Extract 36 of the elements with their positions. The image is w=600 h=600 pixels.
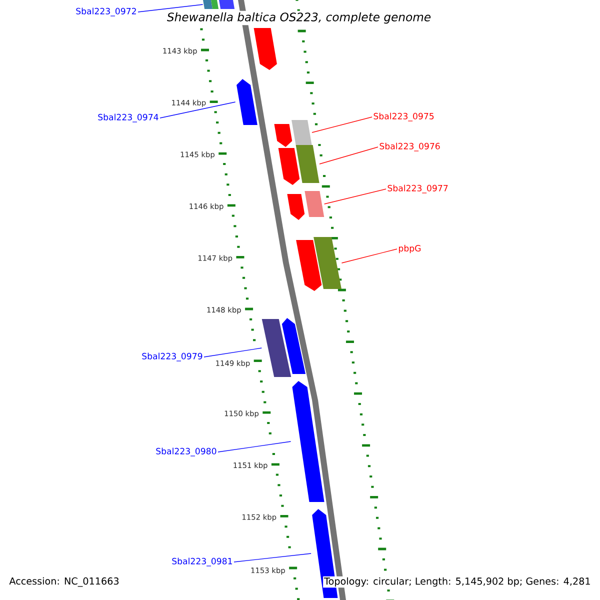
gene-label: Sbal223_0981 xyxy=(172,558,232,566)
gene-block xyxy=(314,237,342,289)
footer-text: Accession: NC_011663 xyxy=(8,576,120,588)
leader-line xyxy=(218,441,292,452)
gene-block xyxy=(219,0,235,9)
gene-block xyxy=(296,145,320,183)
leader-line xyxy=(160,102,236,118)
footer-text: Topology: circular; Length: 5,145,902 bp; Genes: 4,281 xyxy=(323,576,592,588)
leader-line xyxy=(312,116,372,133)
gene-block xyxy=(282,318,306,374)
gene-block xyxy=(292,120,312,145)
gene-label: Sbal223_0977 xyxy=(388,184,448,194)
gene-label: Sbal223_0975 xyxy=(374,112,434,122)
gene-block xyxy=(274,124,292,147)
gene-block xyxy=(278,148,300,185)
gene-block xyxy=(203,0,213,9)
gene-block xyxy=(211,0,219,9)
gene-label: Sbal223_0972 xyxy=(76,8,136,16)
gene-block xyxy=(287,194,305,220)
gene-label: pbpG xyxy=(399,244,421,254)
gene-block xyxy=(236,79,258,125)
leader-line xyxy=(234,553,312,562)
gene-label: Sbal223_0980 xyxy=(156,448,216,456)
gene-label: Sbal223_0976 xyxy=(380,142,440,152)
gene-block xyxy=(292,381,324,502)
gene-label: Sbal223_0974 xyxy=(98,114,158,122)
leader-line xyxy=(319,146,378,164)
title: Shewanella baltica OS223, complete genome xyxy=(165,10,433,26)
gene-block xyxy=(296,240,322,291)
gene-block xyxy=(254,28,277,70)
leader-line xyxy=(138,4,204,12)
gene-block xyxy=(304,191,324,217)
leader-line xyxy=(341,248,398,264)
gene-label: Sbal223_0979 xyxy=(142,352,202,362)
gene-block xyxy=(262,319,292,377)
leader-line xyxy=(324,188,386,204)
